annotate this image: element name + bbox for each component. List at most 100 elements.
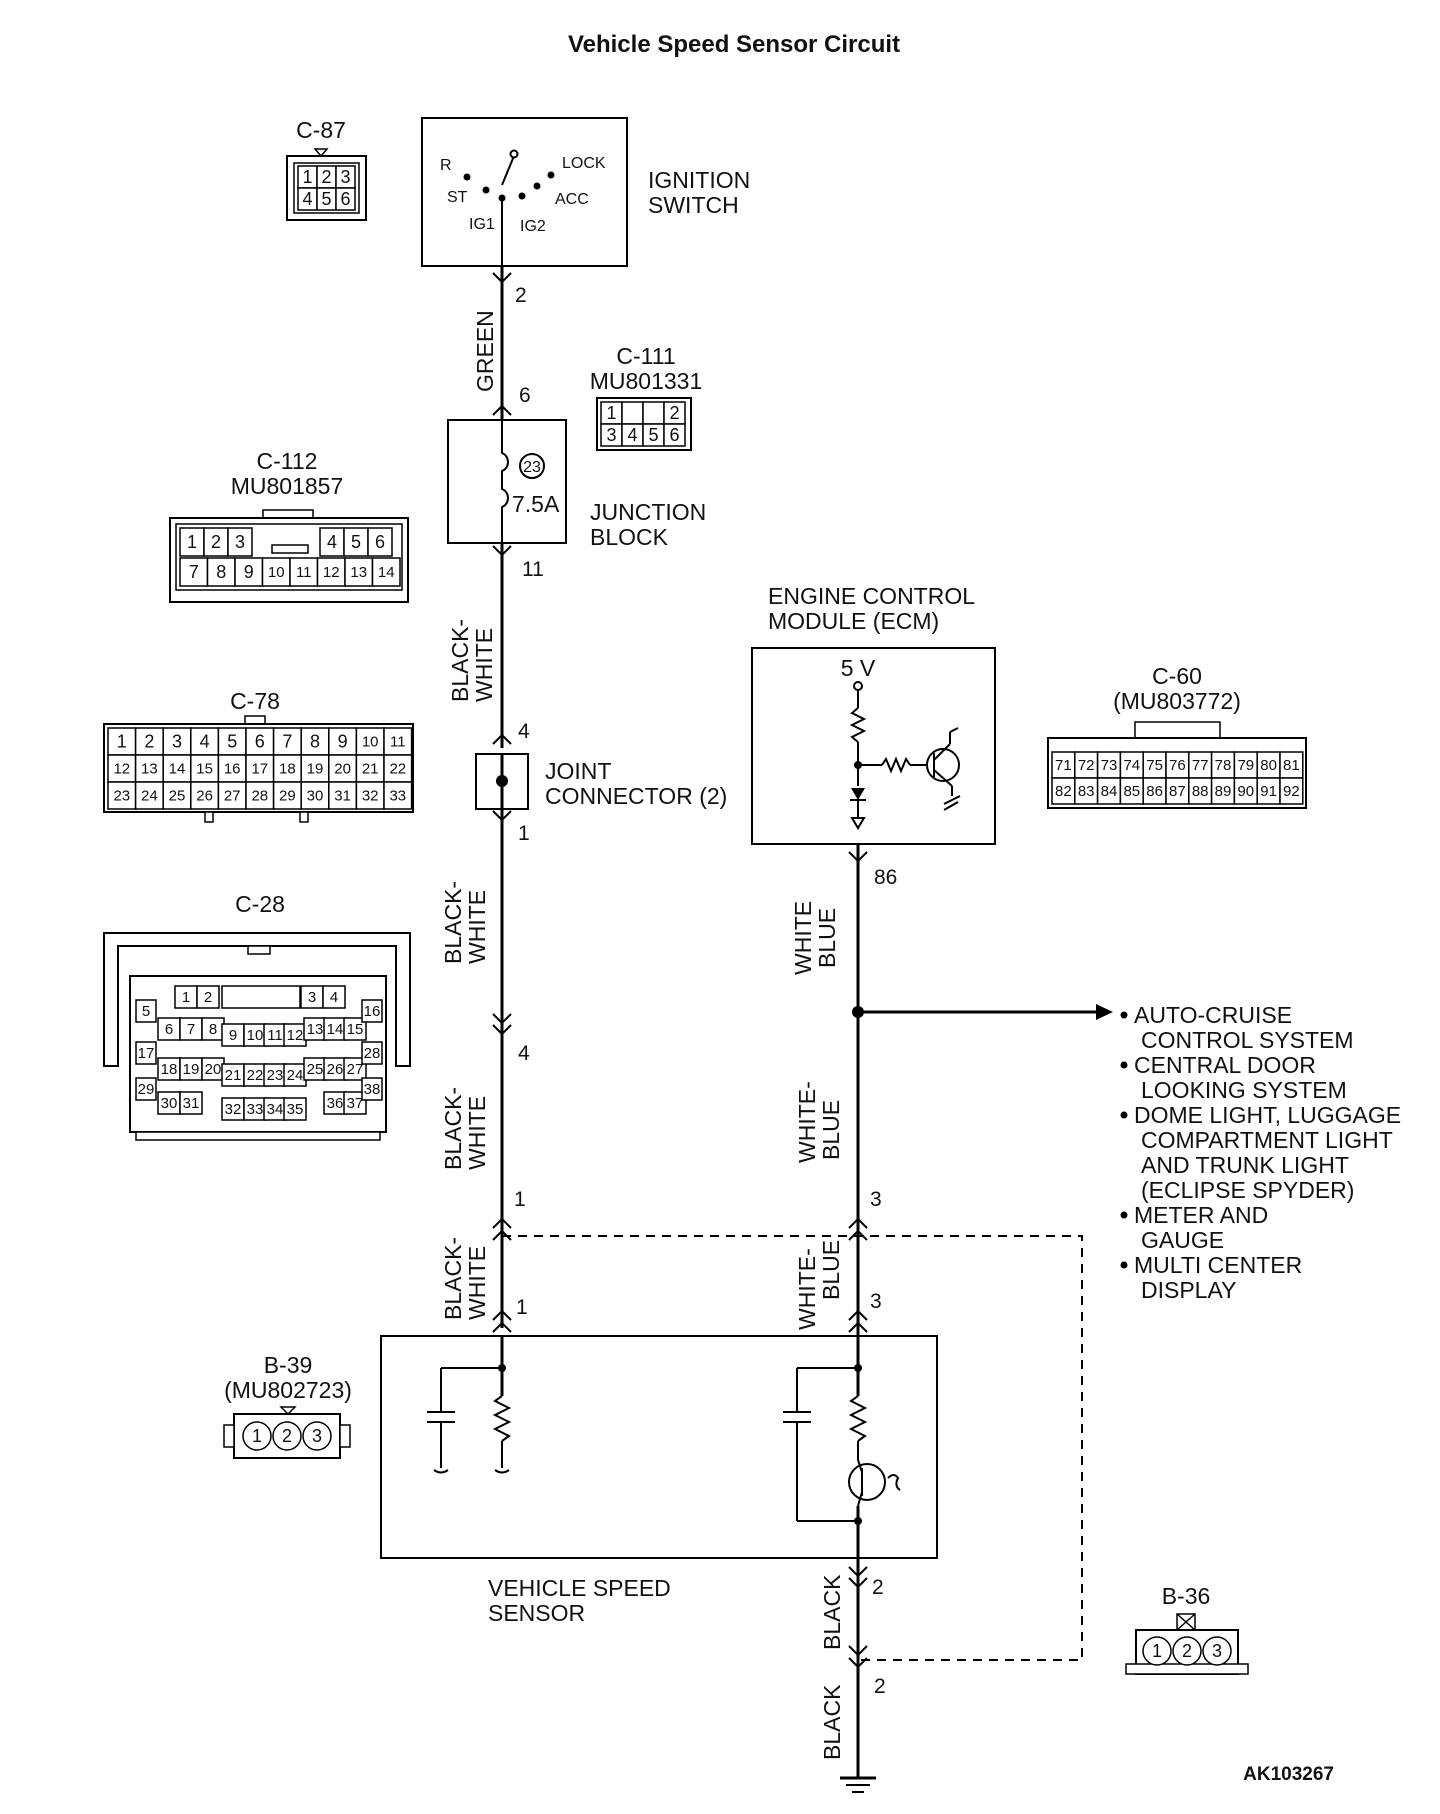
ig-pos-lock: LOCK <box>562 155 606 172</box>
pin-number: 19 <box>307 761 324 778</box>
pin-number: 83 <box>1078 783 1095 800</box>
pin-number: 88 <box>1192 783 1209 800</box>
left-wire-path <box>492 266 512 1333</box>
pin-number: 31 <box>183 1095 200 1112</box>
system-item: AUTO-CRUISE <box>1134 1002 1292 1028</box>
pin-number: 2 <box>204 989 212 1006</box>
pin-cell <box>361 999 383 1023</box>
pin-number: 75 <box>1146 757 1163 774</box>
pin-number: 2 <box>211 532 221 552</box>
pin-cell <box>367 527 393 557</box>
pin-number: 26 <box>196 788 213 805</box>
bullet-icon <box>1120 1261 1128 1269</box>
pin-number: 16 <box>224 761 241 778</box>
bullet-icon <box>1120 1111 1128 1119</box>
connector-arrow-icon <box>492 272 512 284</box>
connector-b39-part: (MU802723) <box>224 1377 352 1403</box>
connector-arrow-icon <box>492 1013 512 1025</box>
pin-number: 5 <box>351 532 361 552</box>
pin-number: 18 <box>161 1061 178 1078</box>
connector-c28-name: C-28 <box>235 891 285 917</box>
pin-cell <box>196 985 220 1009</box>
pin-number: 4 <box>627 425 637 445</box>
connector-c87-name: C-87 <box>296 117 346 143</box>
right-pin-3-lower: 3 <box>870 1290 882 1313</box>
joint-connector-label-1: JOINT <box>545 758 611 784</box>
pin-number: 3 <box>340 167 350 187</box>
pin-number: 73 <box>1101 757 1118 774</box>
pin-cell <box>1142 1636 1172 1666</box>
pin-number: 91 <box>1260 783 1277 800</box>
ecm: ENGINE CONTROL MODULE (ECM) 5 V <box>751 583 996 845</box>
pin-number: 5 <box>321 189 331 209</box>
bullet-icon <box>1120 1061 1128 1069</box>
ignition-switch-symbol-icon <box>463 149 555 266</box>
pin-number: 7 <box>189 562 199 582</box>
pin-cell <box>206 557 236 587</box>
pin-cell <box>272 727 302 756</box>
pin-number: 79 <box>1237 757 1254 774</box>
system-item: DOME LIGHT, LUGGAGE <box>1134 1102 1401 1128</box>
pin-number: 14 <box>169 761 186 778</box>
system-item: METER AND <box>1134 1202 1268 1228</box>
connector-c60-part: (MU803772) <box>1113 688 1241 714</box>
pin-cell <box>328 781 358 810</box>
pin-number: 9 <box>229 1027 237 1044</box>
system-item: MULTI CENTER <box>1134 1252 1302 1278</box>
pin-number: 25 <box>169 788 186 805</box>
pin-number: 13 <box>350 564 367 581</box>
pin-cell <box>1279 777 1304 805</box>
pin-number: 35 <box>287 1101 304 1118</box>
system-item: LOOKING SYSTEM <box>1141 1077 1347 1103</box>
pin-cell <box>316 557 346 587</box>
ignition-switch: R LOCK ST ACC IG1 IG2 IGNITION SWITCH <box>421 117 750 267</box>
arrow-right-icon <box>1096 1004 1113 1020</box>
connected-systems-list: AUTO-CRUISE CONTROL SYSTEM CENTRAL DOOR … <box>1120 1002 1401 1303</box>
pin-cell <box>383 781 413 810</box>
connector-arrow-icon <box>492 404 512 416</box>
connector-arrow-icon <box>848 1566 868 1578</box>
pin-number: 2 <box>144 732 154 752</box>
pin-number: 3 <box>606 425 616 445</box>
wire-label-wb-b1: WHITE- <box>794 1081 820 1163</box>
pin-cell <box>663 423 686 447</box>
connector-arrow-icon <box>492 1217 512 1229</box>
pin-number: 30 <box>161 1095 178 1112</box>
connector-c112-part: MU801857 <box>231 473 344 499</box>
pin-number: 82 <box>1055 783 1072 800</box>
wire-label-wb-c1: WHITE- <box>794 1248 820 1330</box>
pin-number: 87 <box>1169 783 1186 800</box>
pin-number: 92 <box>1283 783 1300 800</box>
right-pin-2-lower: 2 <box>874 1675 886 1698</box>
pin-number: 78 <box>1215 757 1232 774</box>
pin-number: 30 <box>307 788 324 805</box>
bullet-icon <box>1120 1011 1128 1019</box>
connector-arrow-icon <box>848 1321 868 1333</box>
splice-dot-icon <box>496 775 508 787</box>
pin-number: 14 <box>378 564 395 581</box>
junction-block-label-2: BLOCK <box>590 524 669 550</box>
pin-number: 6 <box>255 732 265 752</box>
pin-cell <box>135 1077 157 1101</box>
pin-number: 20 <box>205 1061 222 1078</box>
left-pin-1-lower: 1 <box>516 1296 528 1319</box>
pin-number: 37 <box>347 1095 364 1112</box>
figure-code: AK103267 <box>1243 1764 1334 1785</box>
vss-label-1: VEHICLE SPEED <box>488 1575 671 1601</box>
pin-cell <box>322 985 346 1009</box>
pin-number: 20 <box>334 761 351 778</box>
vss-right-circuit-icon <box>783 1336 901 1558</box>
pin-number: 1 <box>302 167 312 187</box>
pin-cell <box>328 727 358 756</box>
pin-number: 28 <box>251 788 268 805</box>
ignition-switch-label-1: IGNITION <box>648 167 750 193</box>
joint-in-pin: 4 <box>518 720 530 743</box>
pin-number: 12 <box>113 761 130 778</box>
vss-left-circuit-icon <box>427 1336 512 1474</box>
pin-cell <box>355 781 385 810</box>
